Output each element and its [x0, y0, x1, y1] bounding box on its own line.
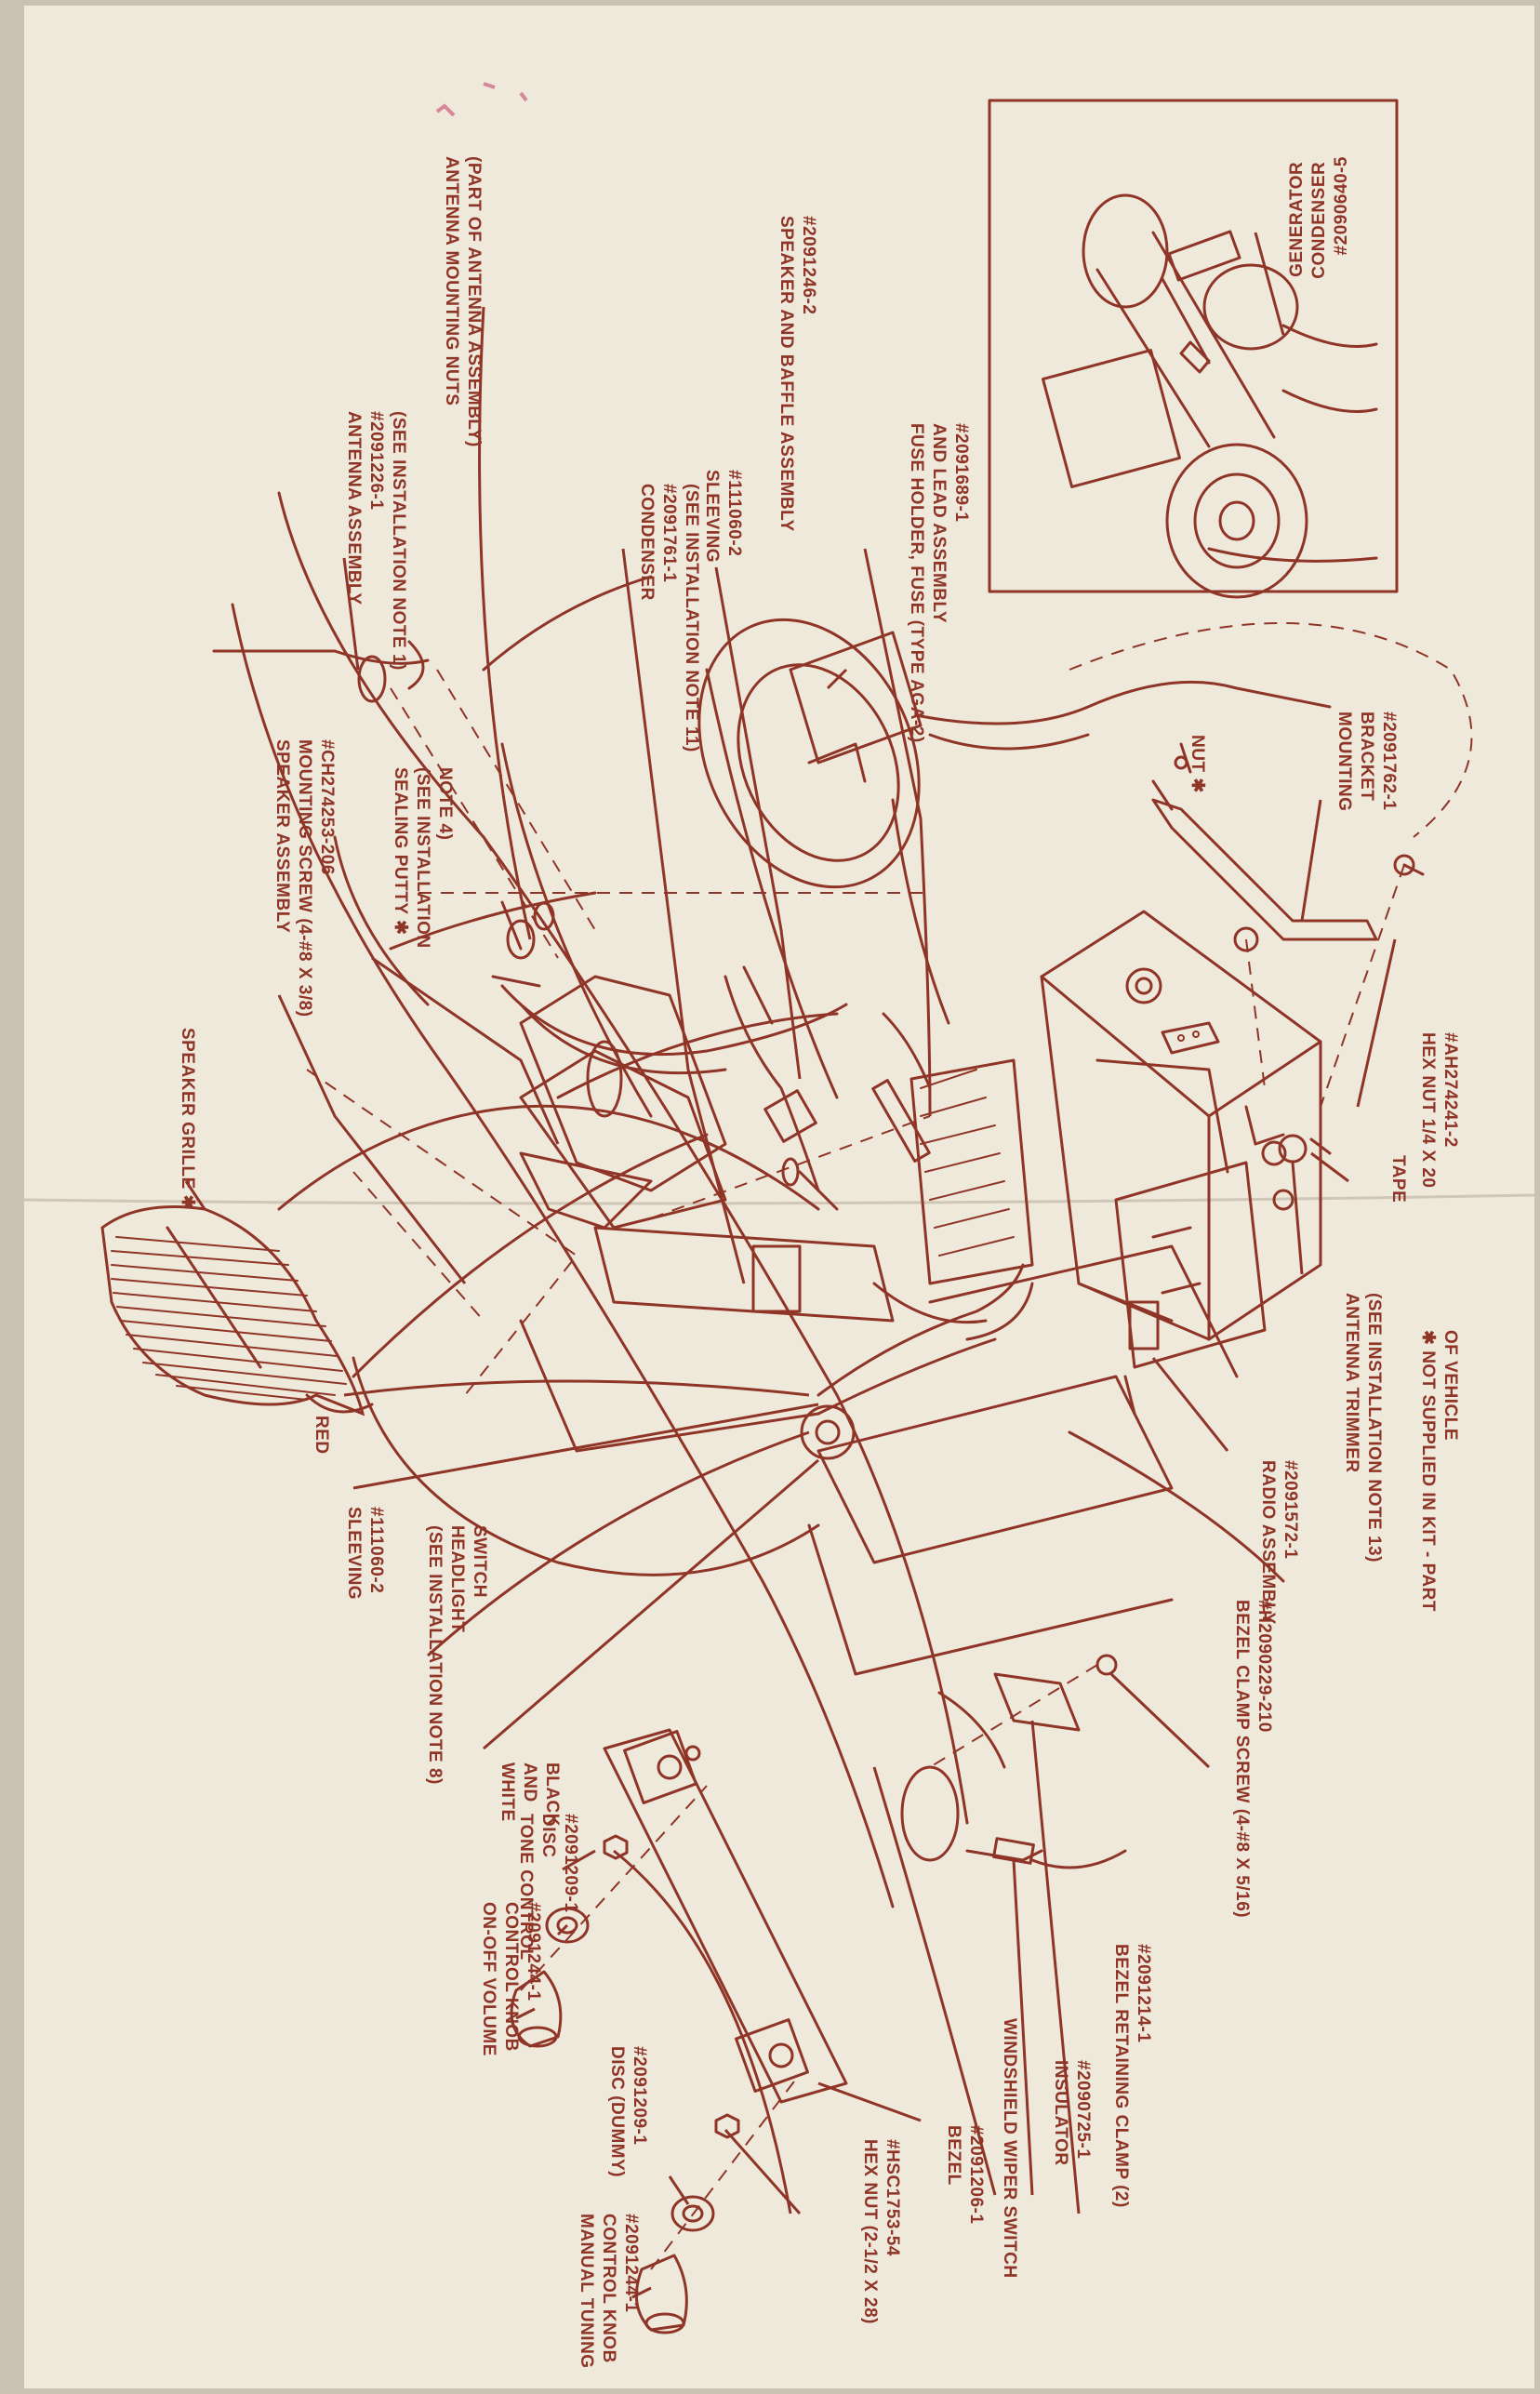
speaker-grille-drawing [100, 1205, 374, 1416]
antenna-trimmer-label: ANTENNA TRIMMER (SEE INSTALLATION NOTE 1… [1342, 1293, 1384, 1563]
antenna-mounting-nuts-label: ANTENNA MOUNTING NUTS (PART OF ANTENNA A… [442, 156, 484, 447]
bezel-clamp-screw-label: BEZEL CLAMP SCREW (4-#8 X 5/16) #H209022… [1232, 1600, 1274, 1923]
paper-sheet [24, 6, 1534, 2388]
volume-knob-label: ON-OFF VOLUME CONTROL KNOB #2091244-1 [479, 1902, 543, 2062]
disc-dummy-label: DISC (DUMMY) #2091209-1 [607, 2046, 649, 2183]
bezel-drawing [510, 1728, 848, 2334]
condenser-label: CONDENSER #2091761-1 (SEE INSTALLATION N… [637, 484, 701, 752]
speaker-baffle-assembly-label: SPEAKER AND BAFFLE ASSEMBLY #2091246-2 [777, 216, 818, 537]
speaker-grille-label: SPEAKER GRILLE ✱ [178, 1028, 197, 1210]
tone-control-disc-label: TONE CONTROL DISC #2091209-1 [516, 1814, 580, 1965]
sealing-putty-label: SEALING PUTTY ✱ (SEE INSTALLATION NOTE 4… [391, 767, 455, 953]
white-and-black-label: WHITE AND BLACK [498, 1762, 562, 1828]
radio-assembly-drawing [909, 910, 1322, 1416]
tape-label: TAPE [1388, 1155, 1408, 1203]
speaker-mounting-screw-label: SPEAKER ASSEMBLY MOUNTING SCREW (4-#8 X … [272, 739, 337, 1022]
hex-nut-quarter-label: HEX NUT 1/4 X 20 #AH274241-2 [1418, 1032, 1460, 1193]
hex-nut-half-label: HEX NUT (2-1/2 X 28) #HSC1753-54 [860, 2139, 902, 2330]
fuse-holder-label: FUSE HOLDER, FUSE (TYPE AGA-2) AND LEAD … [907, 423, 971, 748]
generator-condenser-label: GENERATOR CONDENSER #2090640-5 [1287, 156, 1351, 279]
radio-assembly-label: RADIO ASSEMBLY #2091572-1 [1258, 1460, 1300, 1629]
bezel-label: BEZEL #2091206-1 [944, 2125, 986, 2224]
leader-lines [184, 306, 1397, 2299]
bezel-retaining-clamp-label: BEZEL RETAINING CLAMP (2) #2091214-1 [1111, 1944, 1153, 2214]
not-supplied-note: ✱ NOT SUPPLIED IN KIT - PART OF VEHICLE [1418, 1330, 1460, 1617]
speaker-shape [697, 618, 921, 889]
generator-drawing [1042, 193, 1378, 599]
headlight-switch-label: (SEE INSTALLATION NOTE 8) HEADLIGHT SWIT… [425, 1525, 489, 1790]
paper-fold-line [23, 1193, 1535, 1205]
windshield-wiper-switch-label: WINDSHIELD WIPER SWITCH [1000, 2018, 1019, 2279]
mounting-bracket-label: MOUNTING BRACKET #2091762-1 [1334, 712, 1399, 817]
tuning-knob-label: MANUAL TUNING CONTROL KNOB #2091244-1 [577, 2214, 641, 2374]
antenna-assembly-label: ANTENNA ASSEMBLY #2091226-1 (SEE INSTALL… [344, 411, 408, 671]
insulator-label: INSULATOR #2090725-1 [1051, 2060, 1093, 2171]
sleeving-left-label: SLEEVING #111060-2 [344, 1507, 386, 1605]
sleeving-top-label: SLEEVING #111060-2 [702, 470, 744, 568]
generator-inset: GENERATOR CONDENSER #2090640-5 [988, 99, 1399, 599]
red-wire-label: RED [312, 1416, 331, 1455]
callout-labels: ANTENNA MOUNTING NUTS (PART OF ANTENNA A… [178, 156, 1460, 2374]
vehicle-line-art [212, 491, 1473, 1909]
nut-label: NUT ✱ [1188, 735, 1207, 793]
pink-stamp-marks [435, 82, 528, 117]
